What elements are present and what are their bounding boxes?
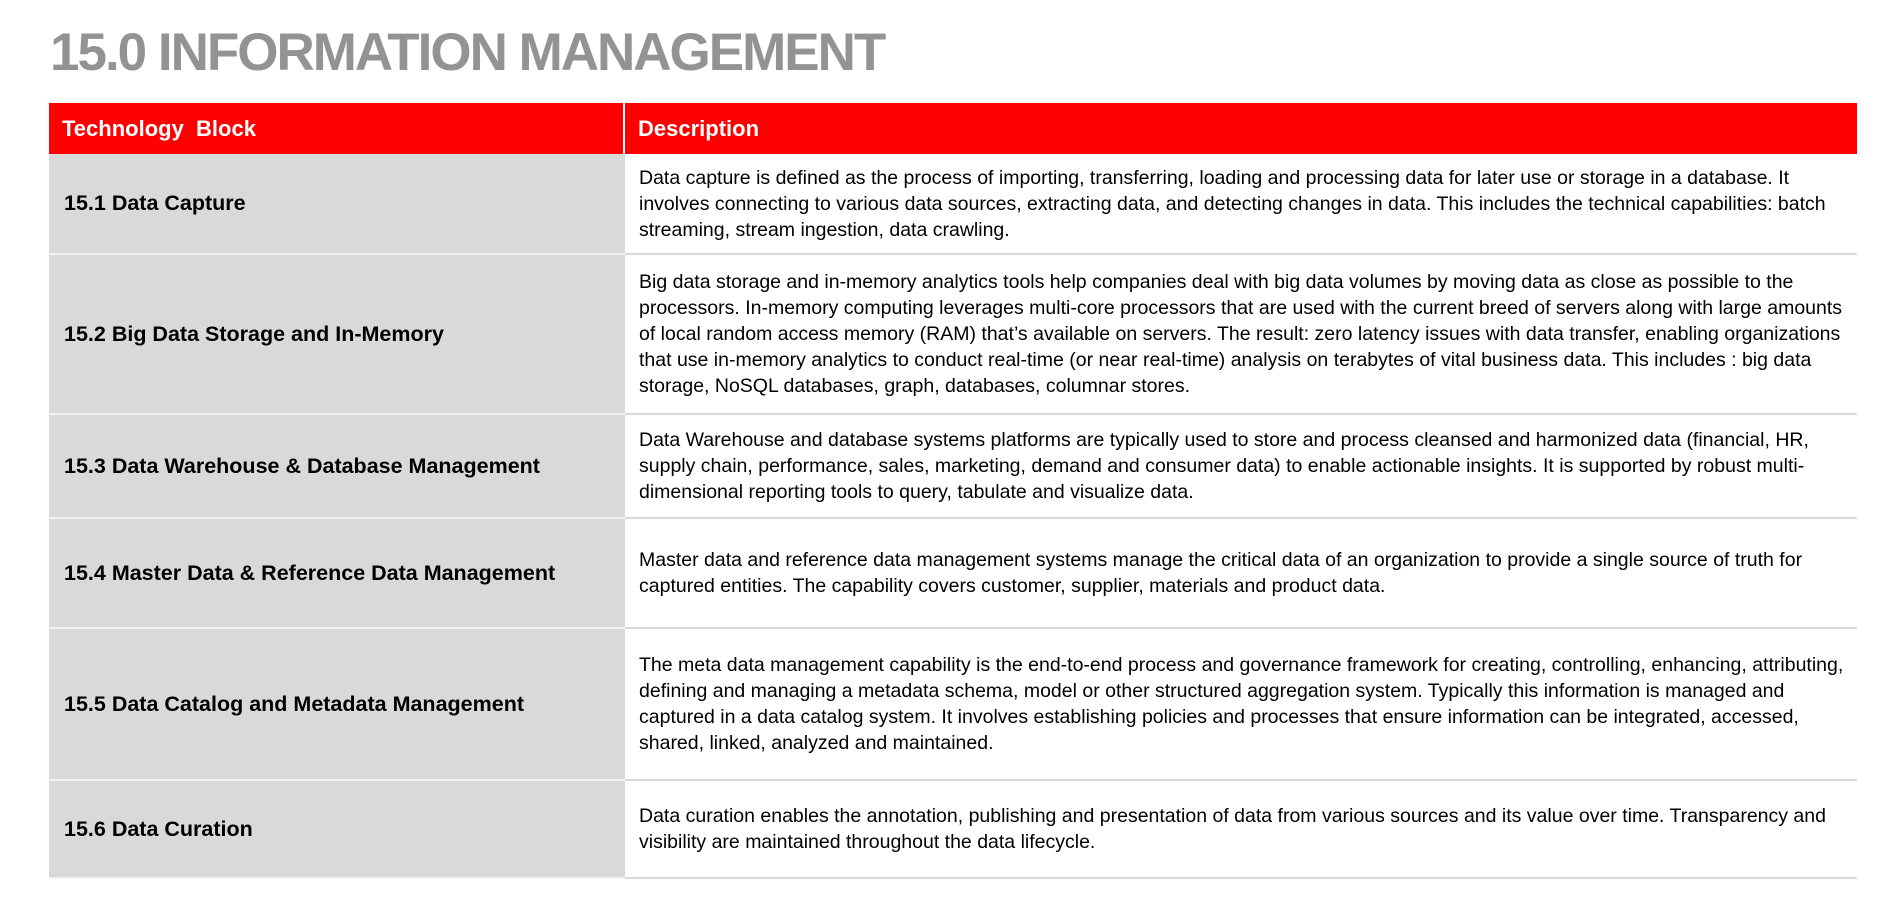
technology-block-cell: 15.2 Big Data Storage and In-Memory	[49, 254, 624, 415]
technology-block-table: Technology Block Description 15.1 Data C…	[49, 103, 1857, 879]
table-row: 15.6 Data Curation Data curation enables…	[49, 780, 1857, 879]
header-technology-block: Technology Block	[49, 103, 624, 154]
technology-block-cell: 15.1 Data Capture	[49, 154, 624, 255]
technology-block-cell: 15.3 Data Warehouse & Database Managemen…	[49, 414, 624, 519]
description-cell: Data Warehouse and database systems plat…	[623, 414, 1857, 519]
table-row: 15.2 Big Data Storage and In-Memory Big …	[49, 254, 1857, 415]
description-cell: The meta data management capability is t…	[623, 628, 1857, 781]
technology-block-cell: 15.5 Data Catalog and Metadata Managemen…	[49, 628, 624, 781]
description-cell: Master data and reference data managemen…	[623, 518, 1857, 629]
table-header-row: Technology Block Description	[49, 103, 1857, 154]
description-cell: Data capture is defined as the process o…	[623, 154, 1857, 255]
table-row: 15.4 Master Data & Reference Data Manage…	[49, 518, 1857, 629]
description-cell: Data curation enables the annotation, pu…	[623, 780, 1857, 879]
table-body: 15.1 Data Capture Data capture is define…	[49, 154, 1857, 879]
technology-block-cell: 15.6 Data Curation	[49, 780, 624, 879]
table-row: 15.1 Data Capture Data capture is define…	[49, 154, 1857, 255]
technology-block-cell: 15.4 Master Data & Reference Data Manage…	[49, 518, 624, 629]
header-description: Description	[623, 103, 1857, 154]
description-cell: Big data storage and in-memory analytics…	[623, 254, 1857, 415]
page-title: 15.0 INFORMATION MANAGEMENT	[50, 23, 886, 82]
table-row: 15.5 Data Catalog and Metadata Managemen…	[49, 628, 1857, 781]
table-row: 15.3 Data Warehouse & Database Managemen…	[49, 414, 1857, 519]
table-header: Technology Block Description	[49, 103, 1857, 154]
